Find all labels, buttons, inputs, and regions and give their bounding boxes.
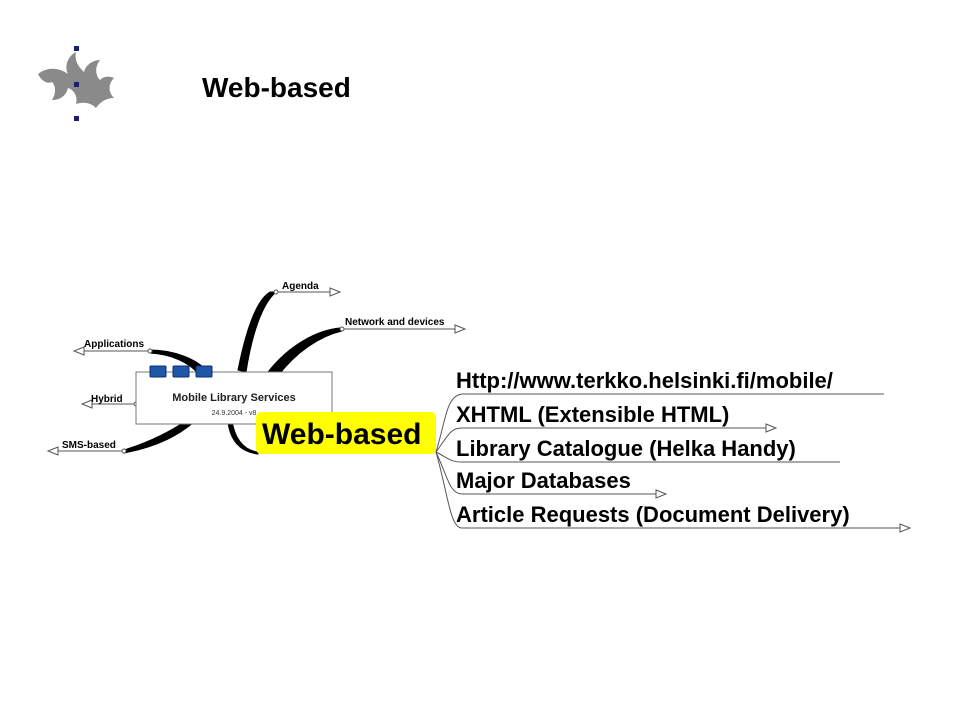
arrow-sub-4	[899, 523, 912, 533]
fan-line-0	[435, 393, 884, 453]
node-network	[339, 326, 345, 332]
label-applications: Applications	[84, 339, 144, 350]
center-node-tab	[195, 365, 213, 378]
fan-line-4	[435, 451, 900, 529]
arrow-network	[454, 324, 467, 334]
flame-logo-shape	[38, 52, 114, 108]
center-node-title: Mobile Library Services	[172, 392, 296, 404]
logo-dot	[74, 82, 79, 87]
arrow-hybrid	[80, 399, 93, 409]
arrow-sms	[46, 446, 59, 456]
focus-node-label: Web-based	[262, 418, 421, 451]
branch-agenda	[237, 291, 278, 373]
sub-item-3: Major Databases	[456, 468, 631, 493]
node-sms	[121, 448, 127, 454]
branch-network	[267, 327, 343, 377]
arrow-sub-3	[655, 489, 668, 499]
sub-item-1: XHTML (Extensible HTML)	[456, 402, 729, 427]
slide-title: Web-based	[202, 72, 351, 103]
center-node-subtitle: 24.9.2004 - v8	[212, 410, 257, 417]
label-sms: SMS-based	[62, 440, 116, 451]
focus-node-highlight	[256, 412, 436, 454]
arrow-agenda	[329, 287, 342, 297]
center-node-tab	[172, 365, 190, 378]
arrow-applications	[72, 346, 85, 356]
logo-dot	[74, 116, 79, 121]
fan-line-3	[435, 451, 656, 495]
branch-web-based	[227, 419, 259, 455]
sub-item-2: Library Catalogue (Helka Handy)	[456, 436, 796, 461]
fan-line-1	[435, 427, 766, 453]
logo-dot	[74, 46, 79, 51]
label-agenda: Agenda	[282, 281, 319, 292]
label-network: Network and devices	[345, 317, 445, 328]
label-hybrid: Hybrid	[91, 394, 123, 405]
sub-item-4: Article Requests (Document Delivery)	[456, 502, 850, 527]
sub-item-0: Http://www.terkko.helsinki.fi/mobile/	[456, 368, 833, 393]
fan-line-2	[435, 451, 840, 463]
node-applications	[147, 348, 153, 354]
node-agenda	[273, 289, 279, 295]
university-flame-logo-icon	[38, 46, 114, 121]
arrow-sub-1	[765, 423, 778, 433]
center-node-tab	[149, 365, 167, 378]
